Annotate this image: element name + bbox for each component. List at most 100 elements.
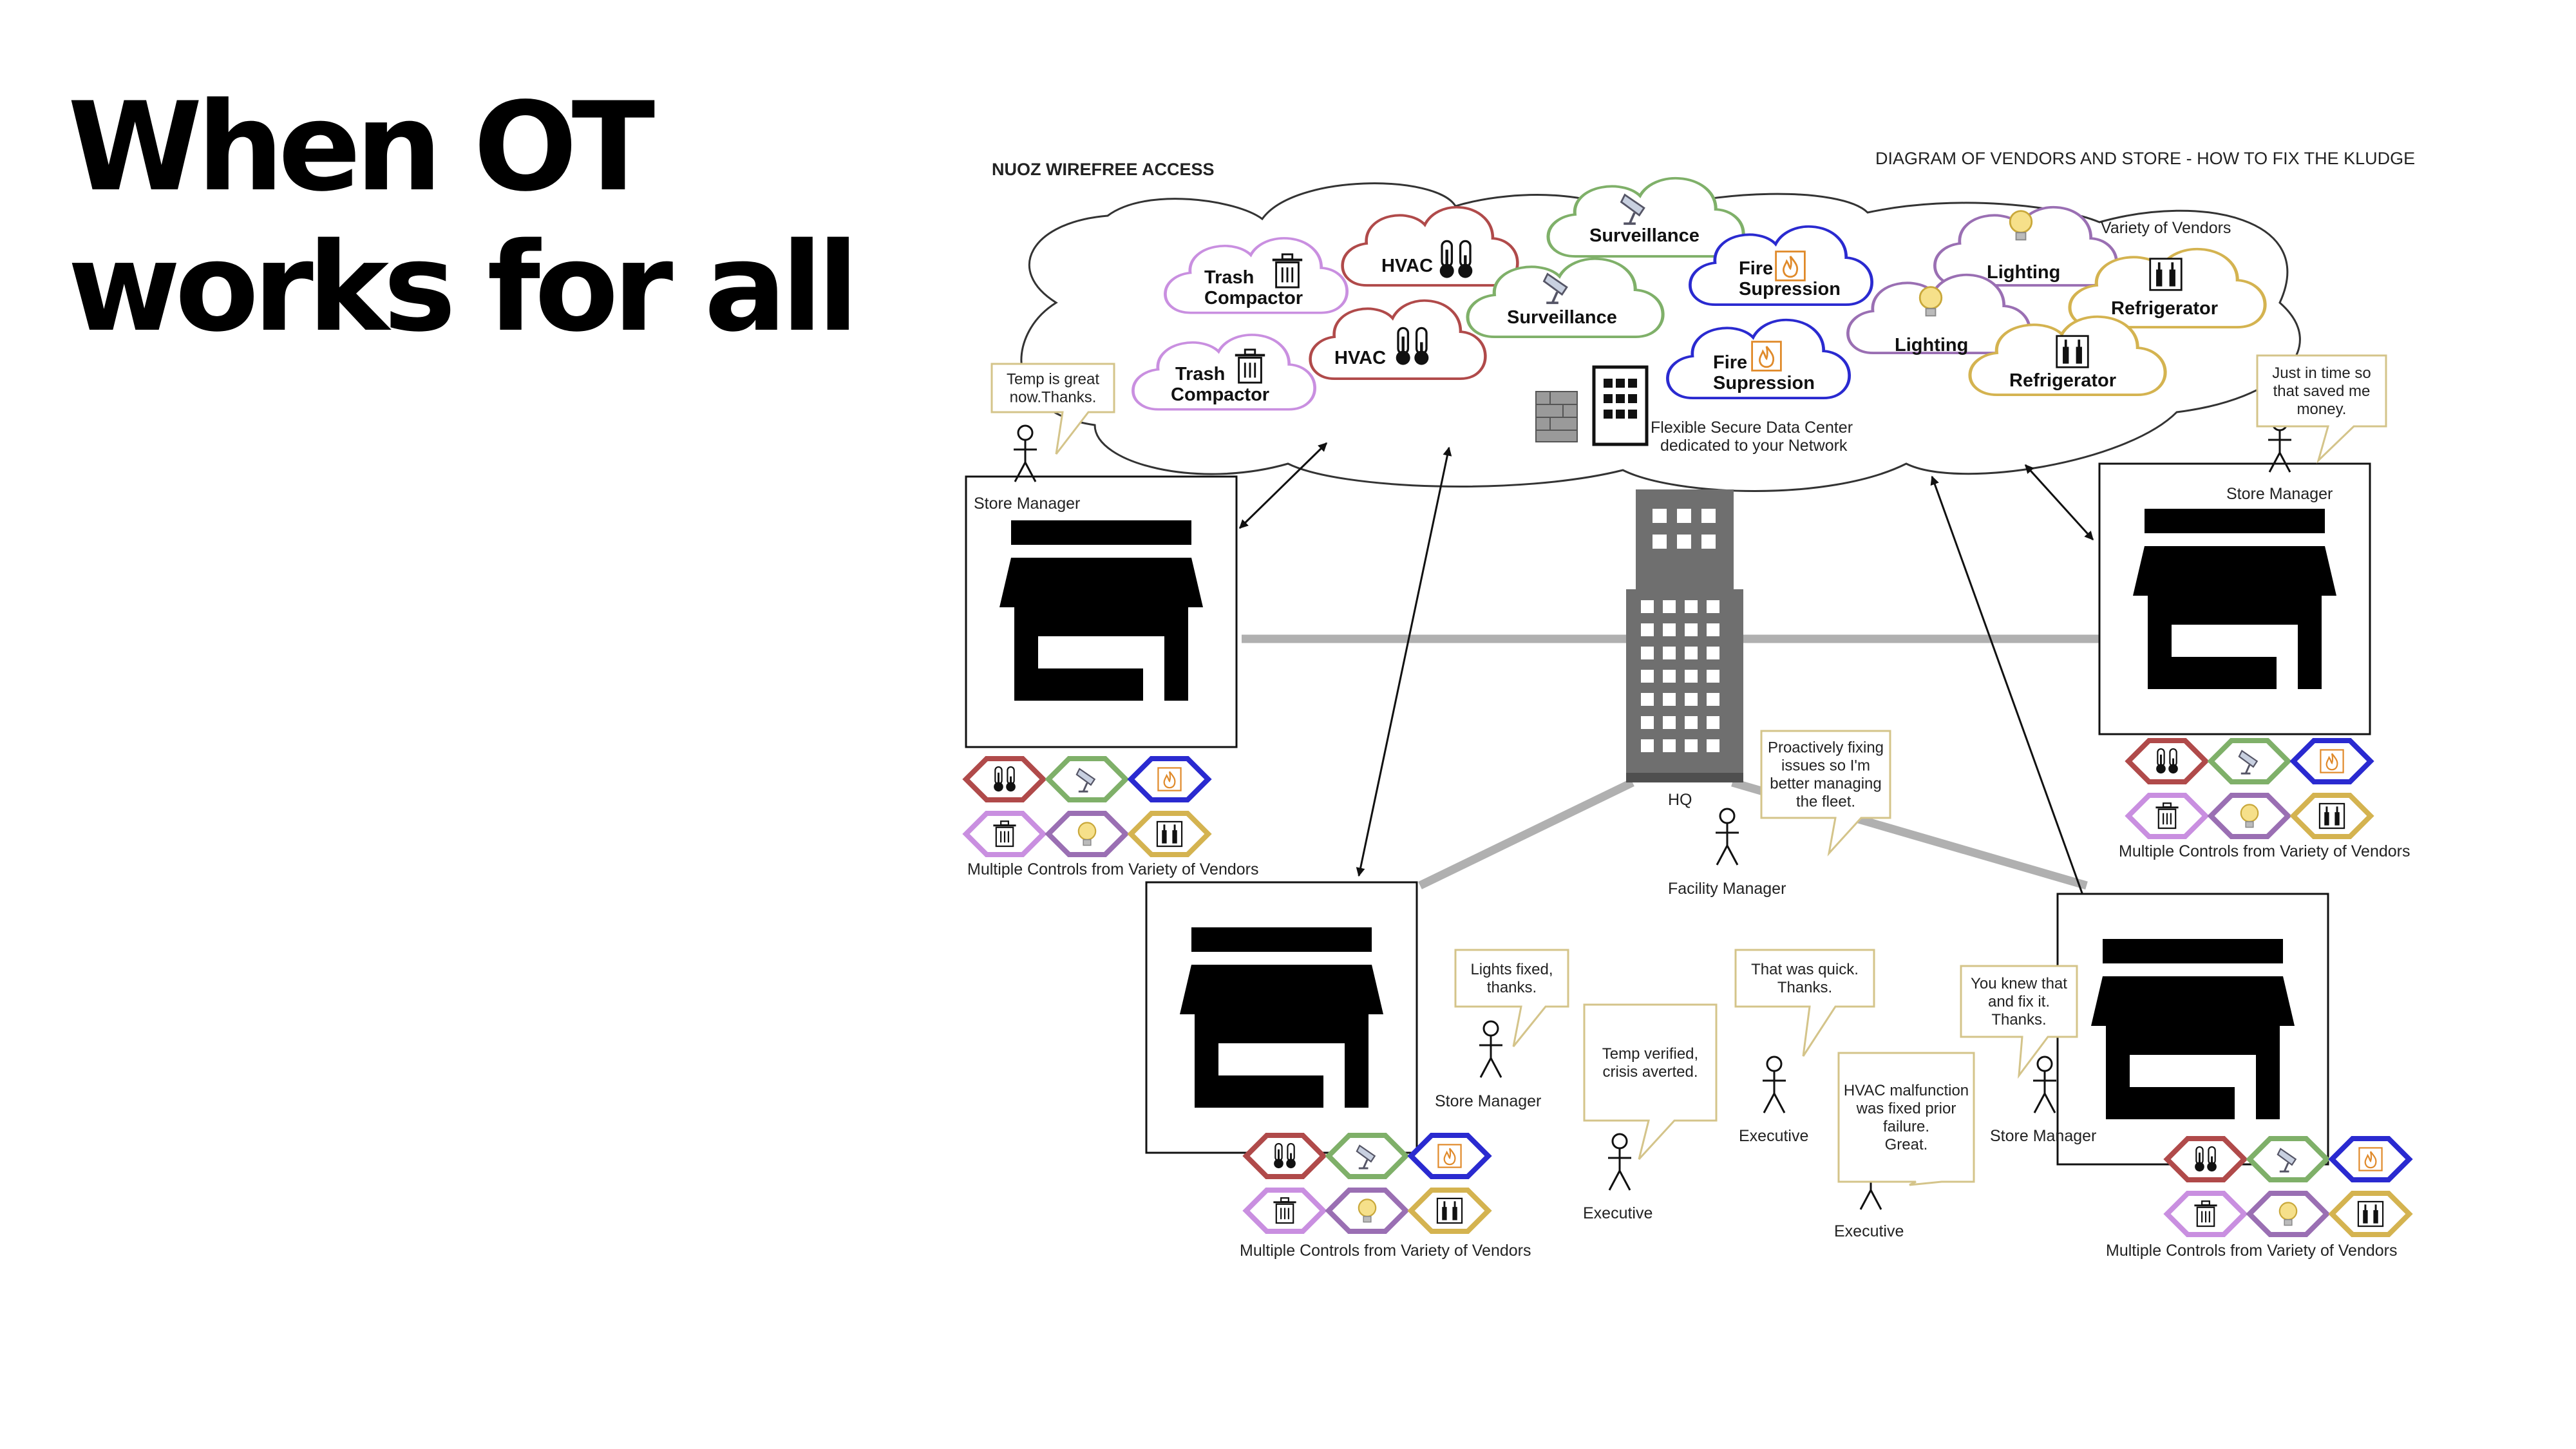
refrigerator-icon [1436, 1197, 1463, 1224]
speech-bubble-text: Just in time so [2272, 365, 2371, 382]
variety-label: Variety of Vendors [2101, 219, 2231, 237]
speech-bubble-text: You knew that [1971, 975, 2067, 992]
controls-label-bottom-right: Multiple Controls from Variety of Vendor… [2106, 1242, 2398, 1260]
bidirectional-arrows [1238, 442, 2094, 916]
controls-cluster-top-right [2125, 738, 2374, 839]
fire-icon [1751, 341, 1782, 372]
hvac-control-hexagon [2163, 1136, 2248, 1182]
person-icon [1012, 424, 1038, 483]
bottles-icon [2149, 258, 2183, 291]
controls-label-bottom-left: Multiple Controls from Variety of Vendor… [1240, 1242, 1531, 1260]
controls-label-top-right: Multiple Controls from Variety of Vendor… [2119, 842, 2410, 860]
refrigerator-icon [2318, 802, 2345, 829]
speech-bubble-text: better managing [1770, 775, 1881, 793]
store-manager-label-3: Store Manager [1435, 1092, 1541, 1110]
person-icon [1478, 1020, 1504, 1079]
person-icon [1761, 1056, 1787, 1114]
speech-bubble-text: the fleet. [1796, 793, 1855, 811]
person-icon [2032, 1056, 2058, 1114]
speech-bubble-text: Thanks. [1777, 979, 1832, 996]
title-line-1: When OT [68, 76, 655, 218]
executive-label-3: Executive [1834, 1222, 1904, 1240]
speech-bubble: That was quick.Thanks. [1734, 949, 1875, 1057]
fire-icon [2320, 749, 2344, 773]
speech-bubble-text: Temp verified, [1602, 1045, 1698, 1063]
controls-cluster-bottom-right [2163, 1136, 2413, 1237]
refrigerator-icon [2357, 1200, 2384, 1227]
speech-bubble-text: Lights fixed, [1470, 961, 1553, 978]
hvac-control-hexagon [2125, 738, 2210, 784]
speech-bubble-text: issues so I'm [1781, 757, 1870, 775]
controls-cluster-bottom-left [1242, 1133, 1492, 1234]
surveillance-cloud-1-label: Surveillance [1589, 225, 1700, 246]
trash-cloud-1-label-1: Trash [1204, 267, 1254, 288]
fire-icon [1157, 767, 1182, 791]
speech-bubble-text: HVAC malfunction [1844, 1082, 1969, 1099]
lighting-cloud-1-label: Lighting [1987, 262, 2060, 283]
speech-bubble-text: Temp is great [1007, 371, 1099, 388]
speech-bubble-text: thanks. [1487, 979, 1537, 996]
trash-cloud-1-label-2: Compactor [1204, 288, 1303, 308]
store-manager-label-1: Store Manager [974, 495, 1080, 513]
surveillance-cloud-2-label: Surveillance [1507, 307, 1617, 328]
controls-label-top-left: Multiple Controls from Variety of Vendor… [967, 860, 1259, 878]
title-line-2: works for all [68, 216, 859, 359]
hvac-control-hexagon [962, 756, 1047, 802]
fire-icon [2358, 1147, 2383, 1171]
controls-cluster-top-left [962, 756, 1212, 857]
speech-bubble-text: was fixed prior [1856, 1100, 1956, 1117]
speech-bubble-text: Thanks. [1991, 1011, 2046, 1028]
bottles-icon [2056, 335, 2089, 368]
trash-icon [2193, 1200, 2219, 1227]
speech-bubble-text: money. [2297, 401, 2347, 418]
trash-icon [1271, 252, 1304, 289]
facility-manager-label: Facility Manager [1668, 880, 1786, 898]
fire-icon [1437, 1144, 1462, 1168]
trash-icon [1272, 1197, 1298, 1224]
lighting-cloud-2-label: Lighting [1895, 335, 1968, 355]
trash-icon [992, 820, 1018, 848]
speech-bubble-text: now.Thanks. [1010, 389, 1097, 406]
slide-title: When OT works for all [68, 76, 859, 359]
speech-bubble-text: failure. [1883, 1118, 1929, 1135]
fire-cloud-1-label-2: Supression [1739, 279, 1841, 299]
hq-building [1626, 489, 1743, 782]
trash-icon [1233, 348, 1267, 384]
speech-bubble: Lights fixed,thanks. [1454, 949, 1569, 1047]
speech-bubble-text: Great. [1885, 1136, 1928, 1153]
hvac-control-hexagon [1242, 1133, 1327, 1179]
header-left: NUOZ WIREFREE ACCESS [992, 160, 1215, 179]
hvac-cloud-1-label: HVAC [1381, 256, 1433, 276]
trash-icon [2154, 802, 2180, 829]
hvac-cloud-2-label: HVAC [1334, 348, 1386, 368]
fire-cloud-2-label-1: Fire [1713, 352, 1747, 373]
store-manager-label-2: Store Manager [2226, 485, 2333, 503]
server-rack-icon [1592, 365, 1649, 446]
store-manager-label-4: Store Manager [1990, 1127, 2096, 1145]
fire-icon [1775, 251, 1806, 281]
trash-cloud-2-label-2: Compactor [1171, 384, 1269, 405]
executive-label-2: Executive [1739, 1127, 1808, 1145]
datacenter-line-2: dedicated to your Network [1660, 437, 1848, 455]
datacenter-line-1: Flexible Secure Data Center [1651, 419, 1853, 437]
speech-bubble: Temp verified,crisis averted. [1583, 1003, 1718, 1160]
speech-bubble-text: Proactively fixing [1768, 739, 1884, 757]
refrigerator-cloud-1-label: Refrigerator [2111, 298, 2218, 319]
speech-bubble-text: crisis averted. [1602, 1063, 1698, 1081]
fire-cloud-1-label-1: Fire [1739, 258, 1773, 279]
speech-bubble-text: and fix it. [1988, 993, 2050, 1010]
executive-label-1: Executive [1583, 1204, 1653, 1222]
speech-bubble-text: That was quick. [1751, 961, 1859, 978]
hq-label: HQ [1668, 791, 1692, 809]
refrigerator-icon [1156, 820, 1183, 848]
firewall-icon [1535, 391, 1578, 442]
fire-cloud-2-label-2: Supression [1713, 373, 1815, 393]
person-icon [1607, 1133, 1633, 1191]
